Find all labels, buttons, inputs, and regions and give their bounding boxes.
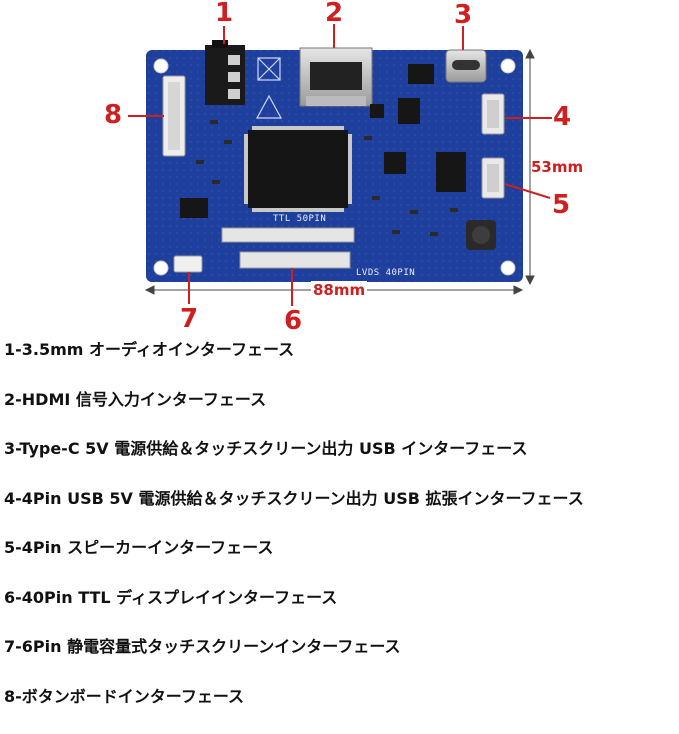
hdmi-connector bbox=[299, 47, 373, 107]
callout-1: 1 bbox=[215, 0, 234, 28]
callout-2: 2 bbox=[325, 0, 344, 28]
legend-item-4: 4-4Pin USB 5V 電源供給＆タッチスクリーン出力 USB 拡張インター… bbox=[4, 488, 584, 508]
mount-hole-tl bbox=[153, 58, 169, 74]
esd-symbols bbox=[255, 57, 283, 119]
usb-4pin-connector bbox=[481, 93, 505, 135]
legend-item-7: 7-6Pin 静電容量式タッチスクリーンインターフェース bbox=[4, 637, 401, 656]
callout-7: 7 bbox=[180, 304, 199, 334]
legend-item-3: 3-Type-C 5V 電源供給＆タッチスクリーン出力 USB インターフェース bbox=[4, 439, 528, 458]
ttl-fpc-connector bbox=[221, 227, 355, 243]
legend-item-8: 8-ボタンボードインターフェース bbox=[4, 686, 245, 706]
mount-hole-bl bbox=[153, 260, 169, 276]
lvds-marking: LVDS 40PIN bbox=[356, 268, 416, 278]
legend-item-2: 2-HDMI 信号入力インターフェース bbox=[4, 389, 267, 409]
mount-hole-tr bbox=[500, 58, 516, 74]
dimension-height: 53mm bbox=[531, 158, 584, 176]
speaker-4pin-connector bbox=[481, 157, 505, 199]
legend-item-1: 1-3.5mm オーディオインターフェース bbox=[4, 340, 295, 359]
button-board-connector bbox=[162, 75, 186, 157]
legend-item-6: 6-40Pin TTL ディスプレイインターフェース bbox=[4, 587, 338, 607]
lvds-fpc-connector bbox=[239, 251, 351, 269]
main-ic bbox=[244, 126, 352, 212]
callout-4: 4 bbox=[553, 102, 572, 132]
legend-item-5: 5-4Pin スピーカーインターフェース bbox=[4, 538, 274, 557]
interface-legend: 1-3.5mm オーディオインターフェース 2-HDMI 信号入力インターフェー… bbox=[4, 338, 676, 734]
mount-hole-br bbox=[500, 260, 516, 276]
callout-5: 5 bbox=[552, 190, 571, 220]
callout-6: 6 bbox=[284, 306, 303, 336]
callout-3: 3 bbox=[454, 0, 473, 30]
dimension-width: 88mm bbox=[311, 281, 368, 299]
callout-8: 8 bbox=[104, 100, 123, 130]
callout-leaders bbox=[128, 24, 552, 306]
type-c-connector bbox=[445, 49, 487, 83]
board-figure: 1 2 3 4 5 6 7 8 53mm 88mm TTL 50PIN LVDS… bbox=[0, 0, 679, 340]
ttl-marking: TTL 50PIN bbox=[273, 214, 327, 224]
pcb-illustration bbox=[128, 24, 552, 306]
touch-6pin-connector bbox=[173, 255, 203, 273]
audio-jack bbox=[205, 40, 245, 105]
